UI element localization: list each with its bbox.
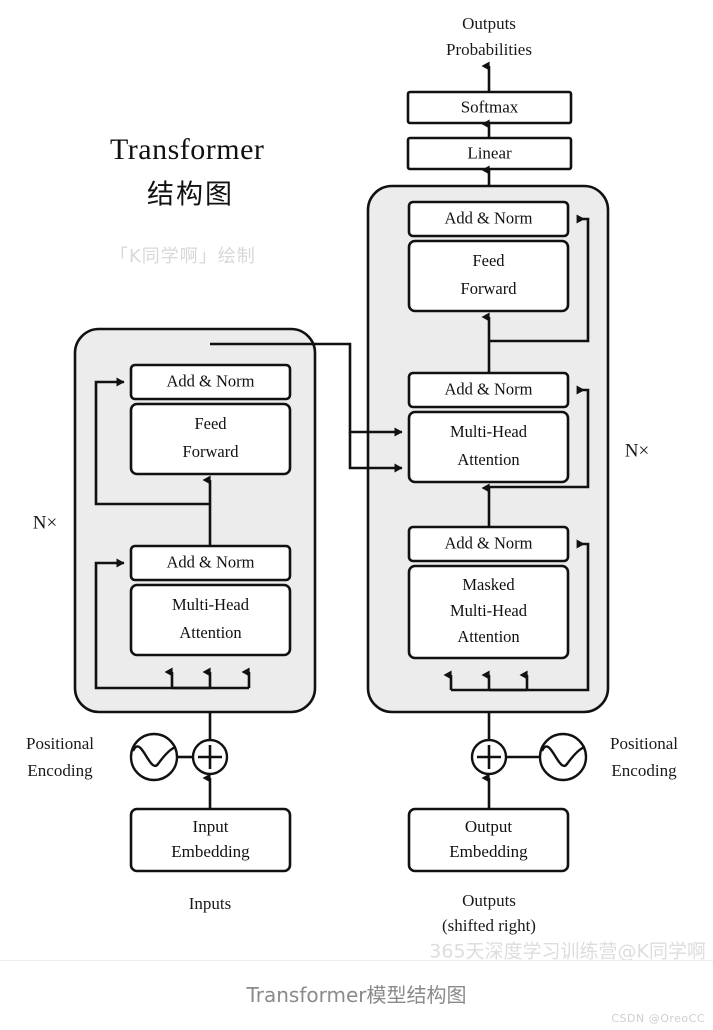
output-embedding-line2: Embedding <box>449 842 528 861</box>
dec-mha-line1: Multi-Head <box>450 422 528 441</box>
enc-feed-forward-line1: Feed <box>194 414 227 433</box>
decoder-stack: Add & Norm Feed Forward Add & Norm <box>366 184 649 714</box>
linear-label: Linear <box>467 143 512 162</box>
dec-add-norm-3-box <box>407 200 570 238</box>
dec-multi-head-attention-block: Multi-Head Attention <box>407 410 570 484</box>
arrow-encoder-output-key <box>210 342 403 437</box>
output-pe-circle <box>538 732 588 782</box>
dec-masked-mha-line2: Multi-Head <box>450 601 528 620</box>
output-pe-wave <box>540 745 586 768</box>
title-english: Transformer <box>110 133 264 166</box>
input-embedding-box <box>129 807 292 873</box>
encoder-residual-attention <box>94 558 210 690</box>
enc-mha-line2: Attention <box>179 623 241 642</box>
softmax-block: Softmax <box>406 90 573 125</box>
enc-add-norm-2-block: Add & Norm <box>129 363 292 401</box>
dec-add-norm-1-label: Add & Norm <box>445 533 533 552</box>
input-embedding-block: Input Embedding <box>129 807 292 873</box>
output-probabilities-line2: Probabilities <box>446 40 532 59</box>
encoder-residual-feedforward <box>94 377 210 506</box>
input-sum-node <box>191 738 229 776</box>
encoder-stack: Add & Norm Feed Forward Add & Norm <box>33 327 317 714</box>
encoder-repeat-label: N× <box>33 512 57 533</box>
enc-add-norm-2-box <box>129 363 292 401</box>
output-embedding-block: Output Embedding <box>407 807 570 873</box>
output-pe-label-line1: Positional <box>610 734 678 753</box>
dec-masked-multi-head-attention-block: Masked Multi-Head Attention <box>407 564 570 660</box>
diagram-canvas: Transformer 结构图 「K同学啊」绘制 Outputs Probabi… <box>25 13 706 961</box>
output-probabilities-line1: Outputs <box>462 14 516 33</box>
figure-caption: Transformer模型结构图 <box>246 983 467 1007</box>
encoder-input-group: Positional Encoding Input Embedding Inpu… <box>26 712 292 913</box>
enc-multi-head-attention-block: Multi-Head Attention <box>129 583 292 657</box>
input-pe-wave <box>131 745 177 768</box>
enc-add-norm-1-label: Add & Norm <box>167 552 255 571</box>
dec-masked-mha-box <box>407 564 570 660</box>
enc-multi-head-attention-box <box>129 583 292 657</box>
output-sum-node <box>470 738 508 776</box>
figure-title-group: Transformer 结构图 「K同学啊」绘制 <box>110 133 264 267</box>
enc-add-norm-1-box <box>129 544 292 582</box>
input-embedding-line1: Input <box>193 817 229 836</box>
decoder-input-group: Positional Encoding Output Embedding Out… <box>407 712 678 935</box>
dec-add-norm-1-block: Add & Norm <box>407 525 570 563</box>
input-pe-circle <box>129 732 179 782</box>
enc-add-norm-2-label: Add & Norm <box>167 371 255 390</box>
decoder-repeat-label: N× <box>625 440 649 461</box>
enc-mha-line1: Multi-Head <box>172 595 250 614</box>
input-embedding-line2: Embedding <box>171 842 250 861</box>
inputs-source-label: Inputs <box>189 894 232 913</box>
dec-add-norm-2-block: Add & Norm <box>407 371 570 409</box>
title-credit: 「K同学啊」绘制 <box>110 246 256 267</box>
title-chinese: 结构图 <box>147 180 234 211</box>
outputs-source-line2: (shifted right) <box>442 916 536 935</box>
input-pe-label-line2: Encoding <box>27 761 93 780</box>
dec-feed-forward-line1: Feed <box>472 251 505 270</box>
dec-add-norm-2-box <box>407 371 570 409</box>
input-positional-encoding-icon <box>129 732 179 782</box>
softmax-label: Softmax <box>461 97 519 116</box>
linear-block: Linear <box>406 136 573 171</box>
dec-feed-forward-line2: Forward <box>461 279 518 298</box>
output-probabilities-label: Outputs Probabilities <box>446 14 532 59</box>
output-embedding-box <box>407 807 570 873</box>
dec-add-norm-3-block: Add & Norm <box>407 200 570 238</box>
arrow-encoder-output-value <box>348 432 403 473</box>
encoder-to-decoder-connector <box>210 342 403 473</box>
dec-add-norm-1-box <box>407 525 570 563</box>
dec-masked-mha-line1: Masked <box>462 575 515 594</box>
outputs-source-line1: Outputs <box>462 891 516 910</box>
dec-add-norm-3-label: Add & Norm <box>445 208 533 227</box>
dec-add-norm-2-label: Add & Norm <box>445 379 533 398</box>
enc-feed-forward-box <box>129 402 292 476</box>
output-embedding-line1: Output <box>465 817 513 836</box>
output-positional-encoding-icon <box>538 732 588 782</box>
input-pe-label-line1: Positional <box>26 734 94 753</box>
enc-feed-forward-line2: Forward <box>183 442 240 461</box>
dec-masked-mha-line3: Attention <box>457 627 519 646</box>
decoder-residual-maskedattention <box>489 539 590 692</box>
csdn-credit: CSDN @OreoCC <box>611 1012 705 1025</box>
decoder-residual-feedforward <box>489 214 590 343</box>
dec-feed-forward-block: Feed Forward <box>407 239 570 313</box>
diagram-watermark: 365天深度学习训练营@K同学啊 <box>429 941 706 961</box>
enc-add-norm-1-block: Add & Norm <box>129 544 292 582</box>
dec-multi-head-attention-box <box>407 410 570 484</box>
dec-feed-forward-box <box>407 239 570 313</box>
caption-bar: Transformer模型结构图 CSDN @OreoCC <box>0 960 713 1030</box>
enc-feed-forward-block: Feed Forward <box>129 402 292 476</box>
dec-mha-line2: Attention <box>457 450 519 469</box>
decoder-residual-crossattention <box>489 385 590 489</box>
output-pe-label-line2: Encoding <box>611 761 677 780</box>
